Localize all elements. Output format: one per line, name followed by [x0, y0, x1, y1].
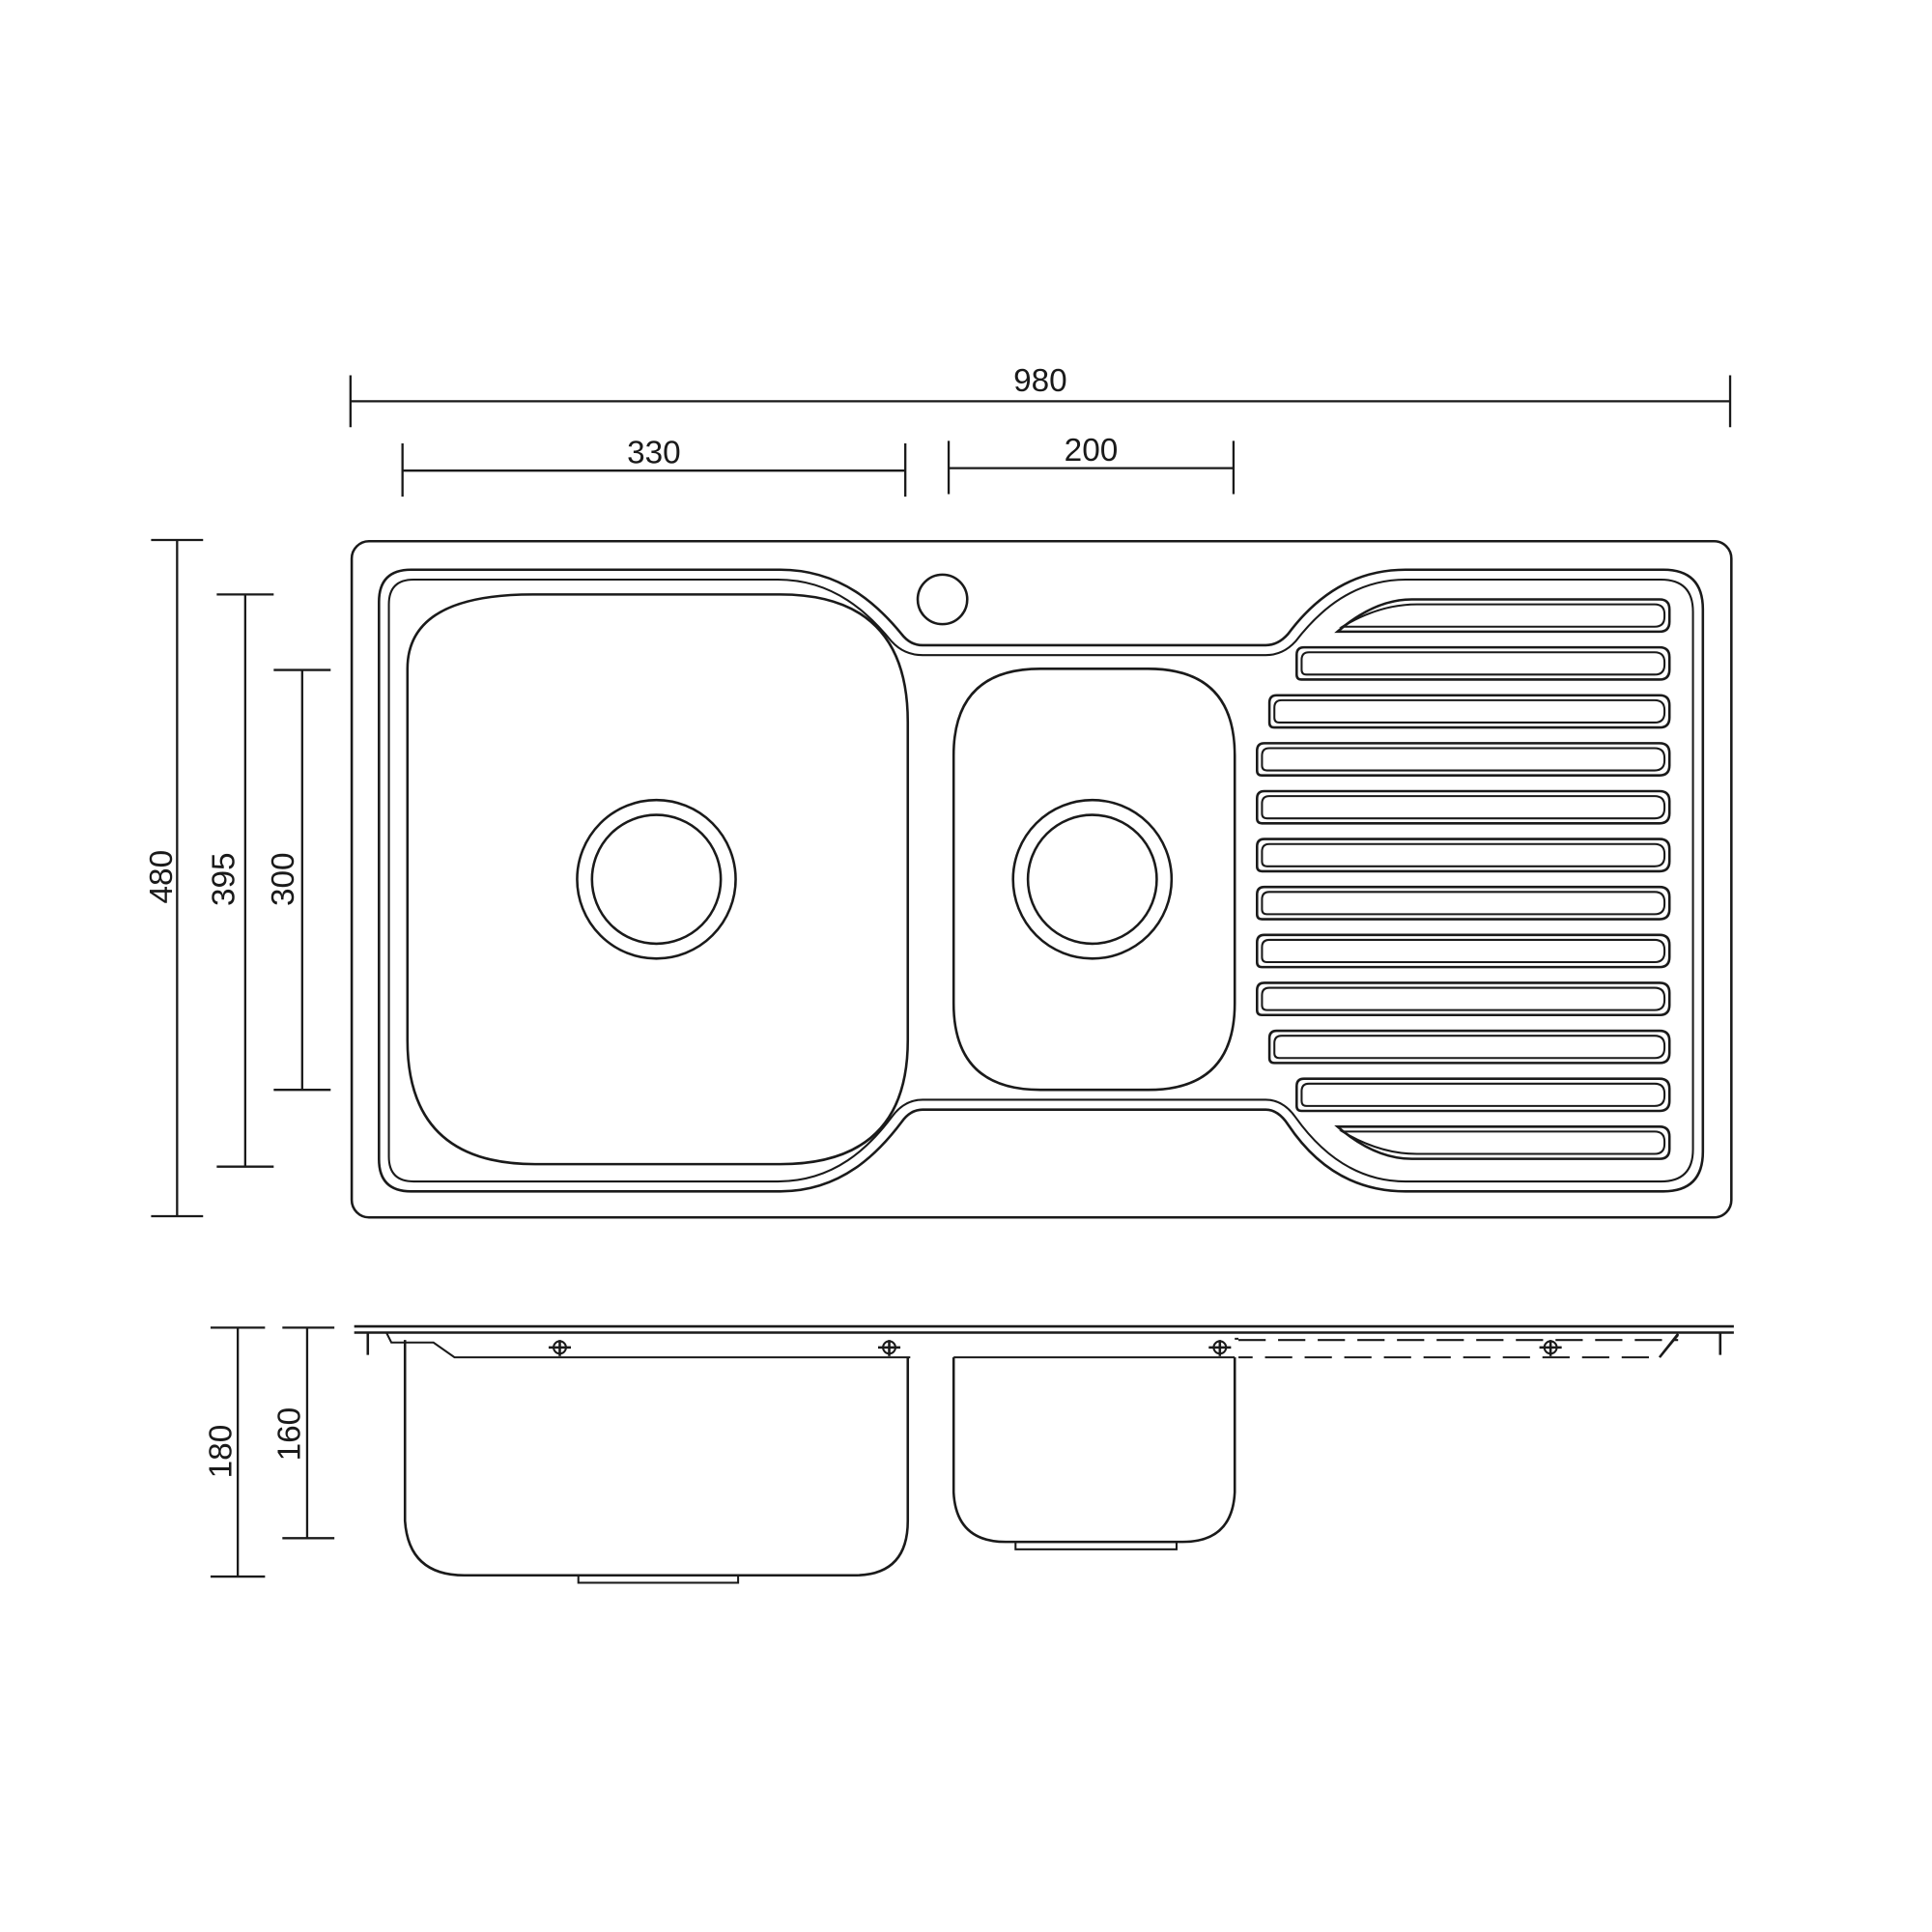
dimension-small-bowl-width: 200 [947, 433, 1236, 495]
drainer-groove [1256, 789, 1671, 825]
dimension-overall-depth: 480 [144, 538, 204, 1218]
drainer-groove [1256, 838, 1671, 873]
dimension-small-bowl-length: 300 [266, 668, 331, 1092]
small-bowl [952, 668, 1236, 1092]
drainer-groove [1261, 891, 1666, 916]
drainer-groove [1261, 795, 1666, 820]
mounting-clip-head [1543, 1340, 1558, 1355]
inner-rim-inner [387, 578, 1694, 1183]
dimension-large-bowl-width: 330 [401, 435, 907, 497]
drainer-groove [1273, 1035, 1666, 1060]
drainer-groove [1300, 1082, 1666, 1107]
dimension-label: 395 [206, 852, 242, 906]
drainer-groove [1256, 742, 1671, 777]
dimension-small-bowl-height: 160 [271, 1326, 335, 1540]
drainer-groove [1334, 1125, 1671, 1160]
large-bowl [406, 593, 910, 1166]
small-bowl-waste [1014, 1541, 1178, 1550]
drainer-groove [1339, 603, 1666, 628]
dimension-label: 480 [144, 850, 180, 904]
large-bowl-waste [577, 1574, 740, 1584]
drainer-groove [1256, 885, 1671, 921]
small-bowl-profile [952, 1357, 1236, 1544]
dimension-label: 160 [271, 1407, 307, 1462]
drainer-groove [1261, 842, 1666, 867]
drainer-groove [1267, 1029, 1671, 1065]
dimension-label: 330 [627, 435, 681, 470]
inner-rim [378, 568, 1705, 1193]
sink-outline [350, 539, 1733, 1219]
drainer-groove [1300, 651, 1666, 676]
large-bowl-drain-inner [590, 813, 723, 946]
mounting-clip-head [882, 1340, 896, 1355]
drainer-groove [1256, 933, 1671, 969]
drainer-groove [1334, 598, 1671, 634]
mounting-clips [548, 1340, 1562, 1356]
side-view [354, 1324, 1734, 1584]
drainer-groove [1339, 1130, 1666, 1155]
mounting-clip-head [1212, 1340, 1228, 1355]
plan-view [350, 539, 1733, 1219]
small-bowl-drain-inner [1026, 813, 1158, 946]
drainer-grooves [1256, 598, 1671, 1160]
flange [354, 1324, 1734, 1355]
large-bowl-profile [403, 1340, 910, 1577]
drainer-groove [1256, 981, 1671, 1017]
drainer-groove [1261, 938, 1666, 964]
mounting-clip-head [553, 1340, 567, 1355]
dimension-label: 180 [204, 1425, 240, 1479]
dimension-label: 980 [1013, 363, 1067, 399]
flange-underside [385, 1332, 1239, 1359]
dimension-label: 300 [266, 852, 301, 906]
dimension-overall-width: 980 [349, 363, 1732, 428]
large-bowl-drain-icon [576, 798, 737, 960]
dimension-large-bowl-length: 395 [206, 593, 274, 1168]
drainer-groove [1261, 986, 1666, 1011]
drainer-groove [1273, 698, 1666, 724]
dimension-label: 200 [1065, 433, 1119, 469]
drainer-groove [1295, 645, 1671, 681]
drainer-groove [1261, 747, 1666, 772]
dimension-large-bowl-height: 180 [204, 1326, 266, 1578]
small-bowl-drain-icon [1011, 798, 1174, 960]
drainer-profile-dashed [1238, 1334, 1679, 1359]
drainer-groove [1295, 1077, 1671, 1113]
drainer-groove [1267, 694, 1671, 729]
drainer-end [1658, 1332, 1680, 1358]
tap-hole-icon [916, 573, 969, 626]
